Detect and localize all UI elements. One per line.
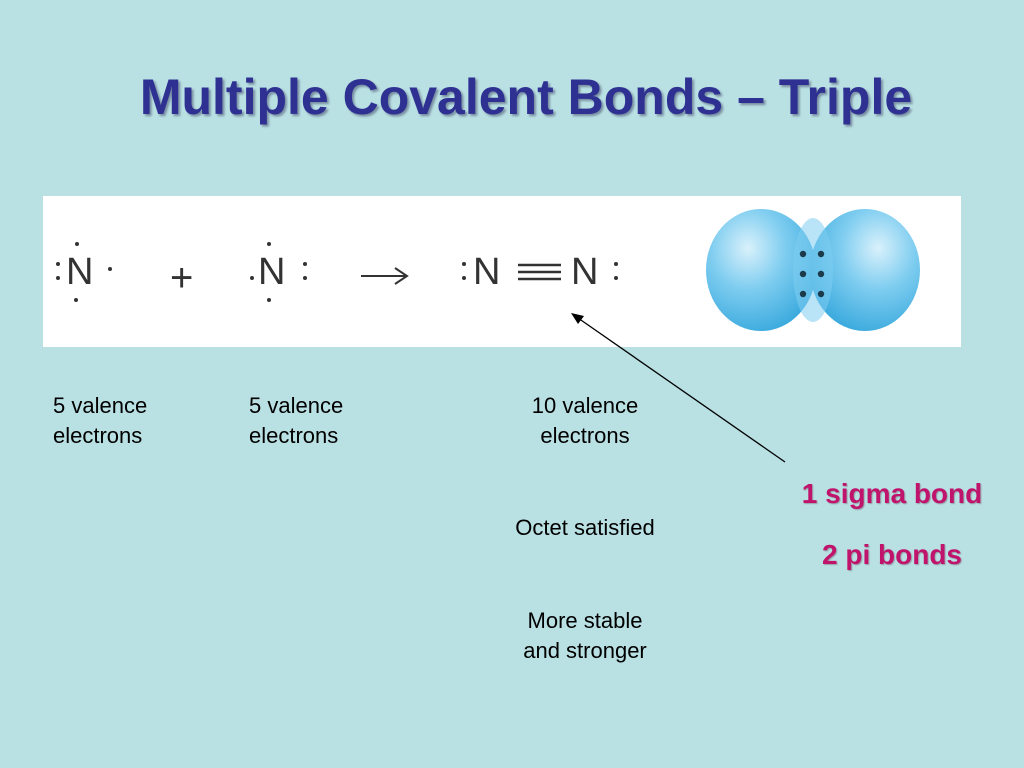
electron-dot	[250, 276, 254, 280]
product-caption: 10 valence electrons	[532, 391, 638, 451]
electron-dot	[614, 262, 618, 266]
atom2-caption: 5 valence electrons	[249, 391, 343, 451]
nitrogen-molecule-lewis: N N	[462, 251, 618, 293]
bonding-electron-pairs	[799, 250, 825, 298]
electron-dot	[303, 276, 307, 280]
nitrogen-symbol-1: N	[66, 251, 93, 293]
nitrogen-atom-1: N	[56, 242, 112, 302]
atom1-caption-line2: electrons	[53, 423, 143, 448]
nitrogen-symbol-3: N	[473, 251, 500, 293]
triple-bond-lines	[518, 263, 561, 281]
product-caption-line1: 10 valence	[531, 393, 639, 418]
product-caption-line2: electrons	[540, 423, 630, 448]
nitrogen-atom-2: N	[250, 242, 307, 302]
atom2-caption-line2: electrons	[249, 423, 339, 448]
electron-dot	[614, 276, 618, 280]
atom1-caption: 5 valence electrons	[53, 391, 147, 451]
electron-dot	[462, 262, 466, 266]
slide-title: Multiple Covalent Bonds – Triple	[139, 69, 913, 125]
lewis-equation-panel: N + N N	[43, 196, 961, 347]
electron-dot	[108, 267, 112, 271]
electron-dot	[74, 298, 78, 302]
electron-dot	[56, 262, 60, 266]
electron-dot	[462, 276, 466, 280]
electron-dot	[75, 242, 79, 246]
stability-caption: More stable and stronger	[523, 606, 647, 666]
nitrogen-symbol-4: N	[571, 251, 598, 293]
electron-dot	[267, 298, 271, 302]
atom2-caption-line1: 5 valence	[249, 393, 344, 418]
electron-dot	[267, 242, 271, 246]
stability-caption-line1: More stable	[527, 608, 643, 633]
electron-dot	[303, 262, 307, 266]
nitrogen-symbol-2: N	[258, 251, 285, 293]
atom1-caption-line1: 5 valence	[53, 393, 148, 418]
sigma-bond-label: 1 sigma bond	[801, 478, 983, 509]
octet-caption: Octet satisfied	[515, 515, 655, 540]
pi-bonds-label: 2 pi bonds	[822, 539, 962, 570]
electron-dot	[56, 276, 60, 280]
reaction-arrow	[361, 267, 409, 285]
n2-molecule-model	[706, 209, 920, 331]
plus-sign: +	[170, 256, 193, 300]
lewis-equation-diagram: N + N N	[56, 209, 920, 331]
stability-caption-line2: and stronger	[523, 638, 647, 663]
